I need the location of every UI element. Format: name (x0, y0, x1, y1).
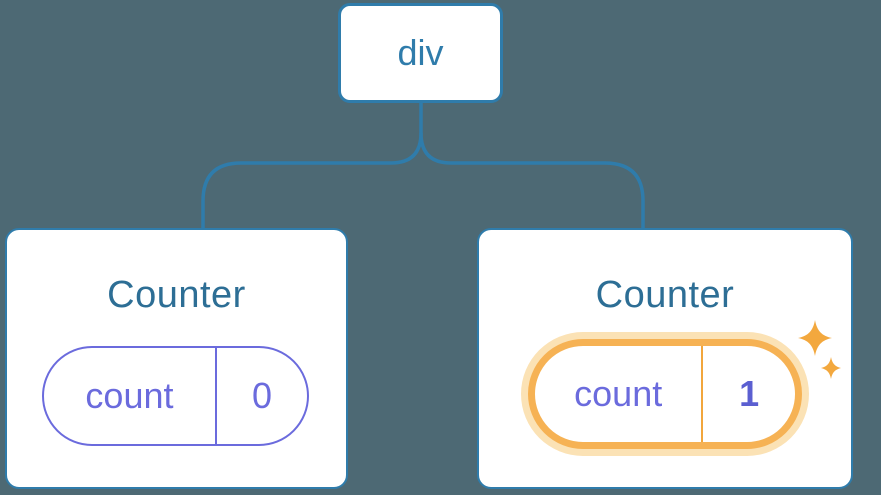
connector-right-branch (419, 132, 645, 228)
component-title: Counter (595, 274, 735, 316)
counter-card-left: Counter count 0 (5, 228, 348, 489)
root-node-div: div (338, 3, 503, 103)
sparkle-icon (798, 320, 841, 379)
state-key-label: count (535, 346, 704, 442)
state-pill-highlighted: count 1 (528, 339, 802, 449)
connector-left-branch (201, 103, 423, 228)
root-node-label: div (397, 32, 444, 73)
counter-card-right: Counter count 1 (477, 228, 853, 489)
state-value: 1 (739, 373, 760, 414)
state-value: 0 (251, 375, 272, 416)
state-key-label: count (44, 348, 217, 444)
component-title: Counter (107, 274, 246, 316)
sparkle-small (821, 357, 841, 379)
state-pill: count 0 (42, 346, 309, 446)
sparkle-large (798, 320, 832, 356)
